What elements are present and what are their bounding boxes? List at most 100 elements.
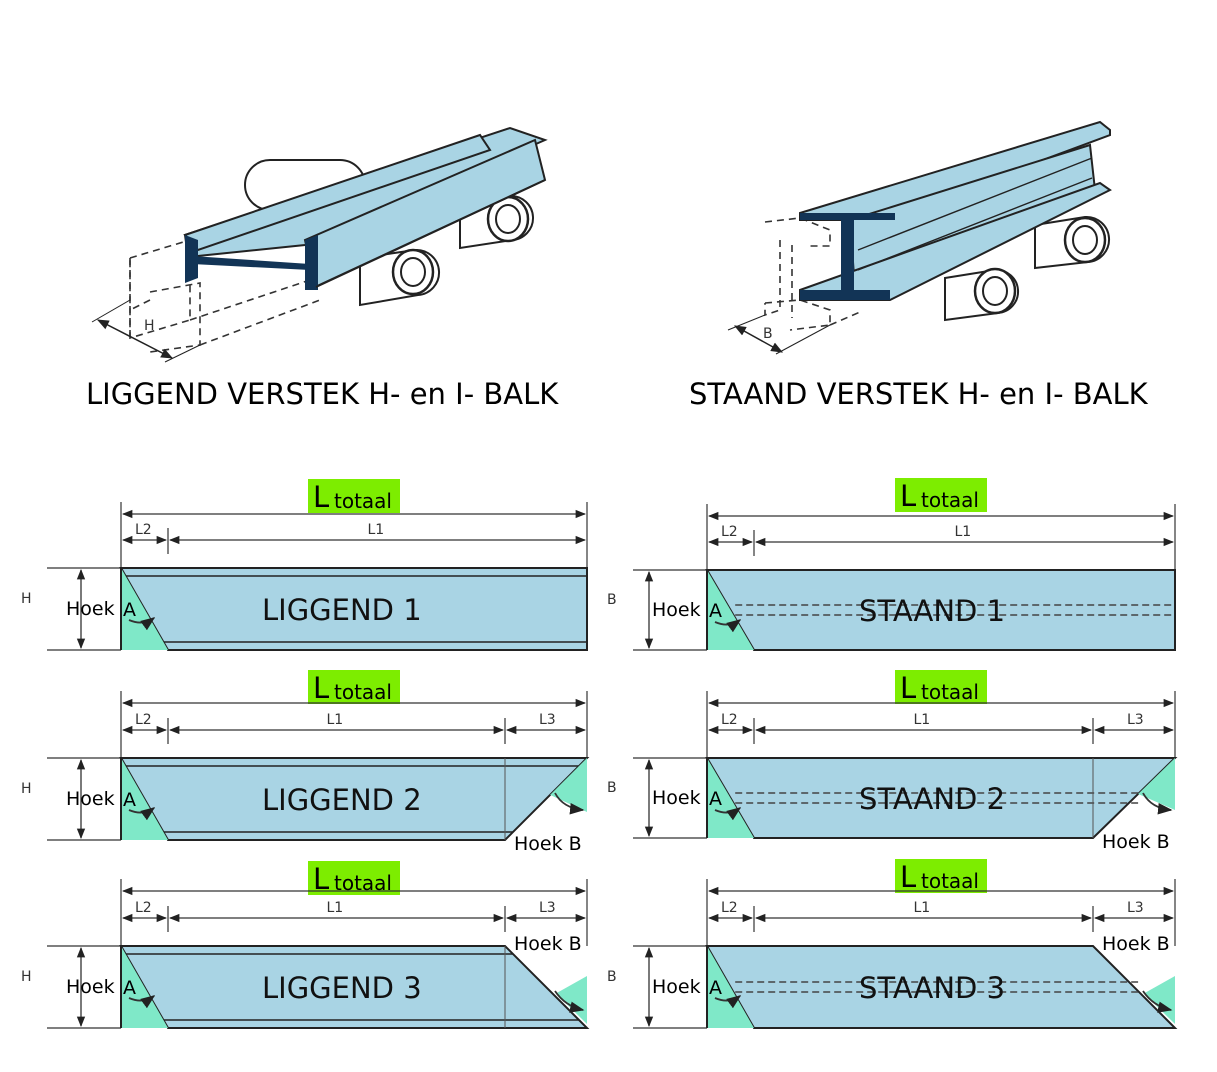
- l-totaal-main: L: [313, 671, 329, 705]
- angle-arc: [128, 807, 156, 821]
- l-totaal-badge: [895, 478, 987, 512]
- cut-name-liggend-3: LIGGEND 3: [262, 971, 422, 1005]
- l1-label: L1: [914, 900, 931, 916]
- dimension-b: B: [727, 314, 831, 355]
- hoek-a-letter: A: [709, 977, 722, 999]
- beam-face-left: [185, 235, 198, 283]
- b-label: B: [607, 592, 617, 608]
- l-totaal-sub: totaal: [334, 489, 392, 513]
- l-totaal-badge: [895, 670, 987, 704]
- hoek-b-label: Hoek B: [1102, 831, 1170, 853]
- hoek-a-angle: [707, 570, 754, 650]
- hoek-a-label: Hoek: [66, 598, 115, 620]
- l1-label: L1: [368, 522, 385, 538]
- l2-label: L2: [135, 712, 152, 728]
- angle-arc: [714, 995, 742, 1009]
- hoek-a-angle: [121, 758, 168, 840]
- angle-arc: [128, 995, 156, 1009]
- l-totaal-badge: [308, 670, 400, 704]
- beam-face-top: [800, 213, 895, 220]
- cut-name-liggend-1: LIGGEND 1: [262, 593, 422, 627]
- hoek-b-angle: [1138, 758, 1175, 810]
- hoek-a-label: Hoek: [652, 599, 701, 621]
- liggend-beam-illustration: H: [91, 126, 548, 363]
- cut-name-staand-3: STAAND 3: [859, 971, 1005, 1005]
- hoek-a-letter: A: [709, 600, 722, 622]
- angle-arc: [128, 617, 156, 631]
- angle-arc: [1142, 792, 1173, 815]
- roller: [944, 267, 1019, 322]
- l-totaal-sub: totaal: [921, 869, 979, 893]
- cut-name-staand-2: STAAND 2: [859, 782, 1005, 816]
- angle-arc: [714, 807, 742, 821]
- l1-label: L1: [327, 712, 344, 728]
- l2-label: L2: [135, 900, 152, 916]
- hoek-a-angle: [121, 568, 168, 650]
- svg-text:H: H: [144, 318, 155, 334]
- l-totaal-sub: totaal: [921, 488, 979, 512]
- hoek-b-label: Hoek B: [1102, 933, 1170, 955]
- ghost-beam-outline: [129, 238, 321, 353]
- l1-label: L1: [955, 524, 972, 540]
- beam-face-bottom: [800, 290, 890, 300]
- angle-arc: [554, 990, 585, 1013]
- b-label: B: [607, 969, 617, 985]
- roller: [359, 248, 440, 307]
- hoek-a-letter: A: [123, 789, 136, 811]
- l2-label: L2: [721, 900, 738, 916]
- h-label: H: [21, 969, 32, 985]
- l-totaal-main: L: [313, 480, 329, 514]
- hoek-b-label: Hoek B: [514, 833, 582, 855]
- liggend-caption: LIGGEND VERSTEK H- en I- BALK: [86, 377, 559, 411]
- cut-name-staand-1: STAAND 1: [859, 594, 1005, 628]
- b-label: B: [607, 780, 617, 796]
- l3-label: L3: [1127, 712, 1144, 728]
- hoek-a-angle: [707, 946, 754, 1028]
- hoek-a-label: Hoek: [652, 787, 701, 809]
- l2-label: L2: [721, 524, 738, 540]
- l2-label: L2: [721, 712, 738, 728]
- hoek-a-label: Hoek: [66, 976, 115, 998]
- hoek-a-letter: A: [123, 599, 136, 621]
- hoek-a-label: Hoek: [66, 788, 115, 810]
- h-label: H: [21, 781, 32, 797]
- l-totaal-main: L: [900, 860, 916, 894]
- l1-label: L1: [327, 900, 344, 916]
- l-totaal-badge: [308, 479, 400, 513]
- hoek-a-angle: [707, 758, 754, 838]
- h-label: H: [21, 591, 32, 607]
- hoek-a-letter: A: [123, 977, 136, 999]
- l-totaal-sub: totaal: [334, 680, 392, 704]
- beam-face-web: [841, 220, 854, 292]
- beam-face-right: [305, 235, 318, 290]
- hoek-b-label: Hoek B: [514, 933, 582, 955]
- beam-face-web: [192, 256, 310, 270]
- l3-label: L3: [539, 900, 556, 916]
- l-totaal-main: L: [900, 671, 916, 705]
- staand-beam-illustration: B: [727, 120, 1112, 355]
- staand-caption: STAAND VERSTEK H- en I- BALK: [689, 377, 1149, 411]
- l-totaal-sub: totaal: [921, 680, 979, 704]
- dimension-h: H: [91, 299, 201, 363]
- svg-text:B: B: [763, 326, 773, 342]
- ghost-beam-outline: [764, 217, 861, 331]
- l3-label: L3: [539, 712, 556, 728]
- hoek-a-label: Hoek: [652, 976, 701, 998]
- hoek-a-letter: A: [709, 788, 722, 810]
- angle-arc: [554, 792, 585, 815]
- l3-label: L3: [1127, 900, 1144, 916]
- roller: [1034, 215, 1110, 270]
- hoek-a-angle: [121, 946, 168, 1028]
- l1-label: L1: [914, 712, 931, 728]
- l-totaal-main: L: [900, 479, 916, 513]
- angle-arc: [1142, 990, 1173, 1013]
- cut-name-liggend-2: LIGGEND 2: [262, 783, 422, 817]
